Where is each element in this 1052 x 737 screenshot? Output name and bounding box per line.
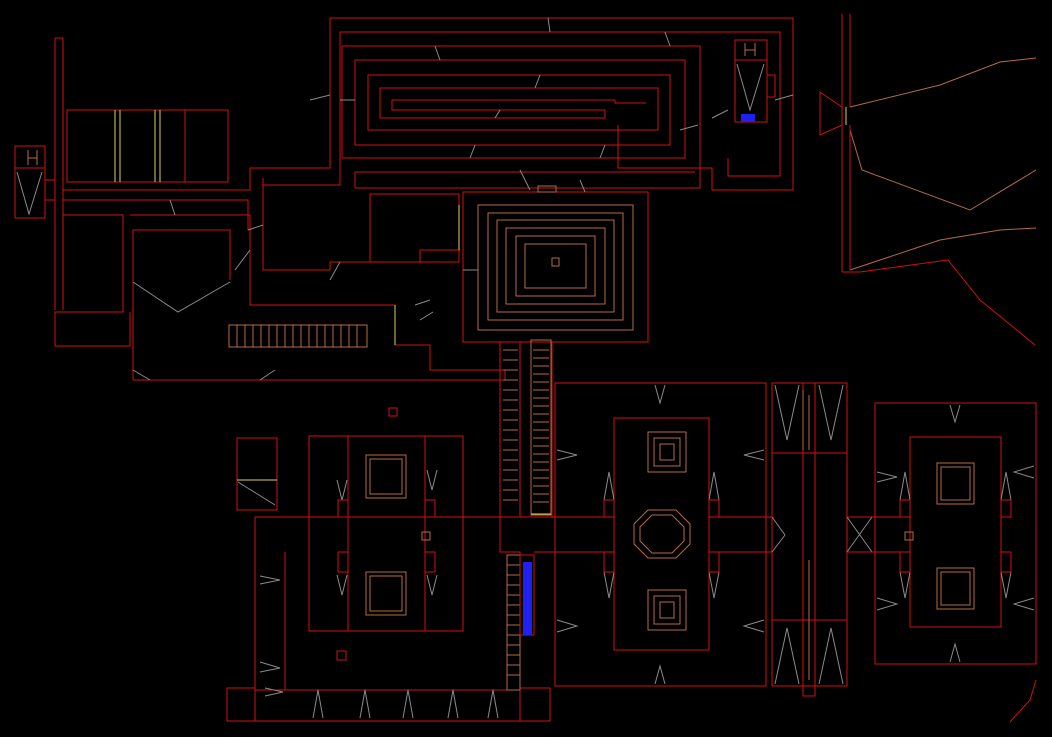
- southwest-complex: [226, 407, 551, 722]
- outdoor-cliffs: [819, 14, 1037, 723]
- east-temple: [874, 402, 1037, 665]
- central-temple: [534, 382, 772, 687]
- west-tower: [14, 37, 64, 310]
- exit-room: [734, 39, 776, 123]
- corridors: [54, 17, 794, 381]
- side-room: [369, 193, 464, 263]
- pyramid-room: [462, 169, 649, 343]
- west-stairs: [228, 305, 396, 348]
- west-hall: [66, 109, 229, 183]
- pillar-columns: [771, 382, 905, 697]
- spiral-maze: [340, 17, 794, 189]
- south-stairs: [499, 339, 553, 518]
